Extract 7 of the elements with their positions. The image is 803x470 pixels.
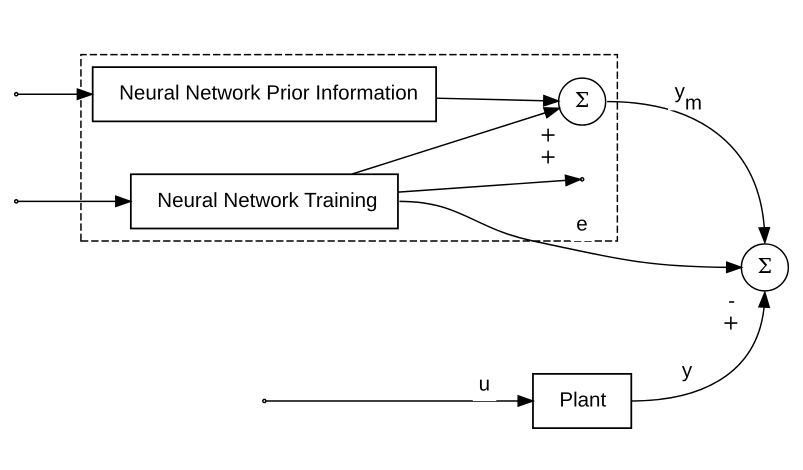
- edge-label: u: [478, 372, 490, 395]
- edge-label: y: [682, 358, 692, 382]
- edge-label: e: [576, 212, 588, 235]
- node-label: -: [728, 288, 736, 312]
- node-label: +: [722, 310, 740, 334]
- node-label: +: [540, 144, 557, 168]
- node-label: +: [540, 122, 557, 146]
